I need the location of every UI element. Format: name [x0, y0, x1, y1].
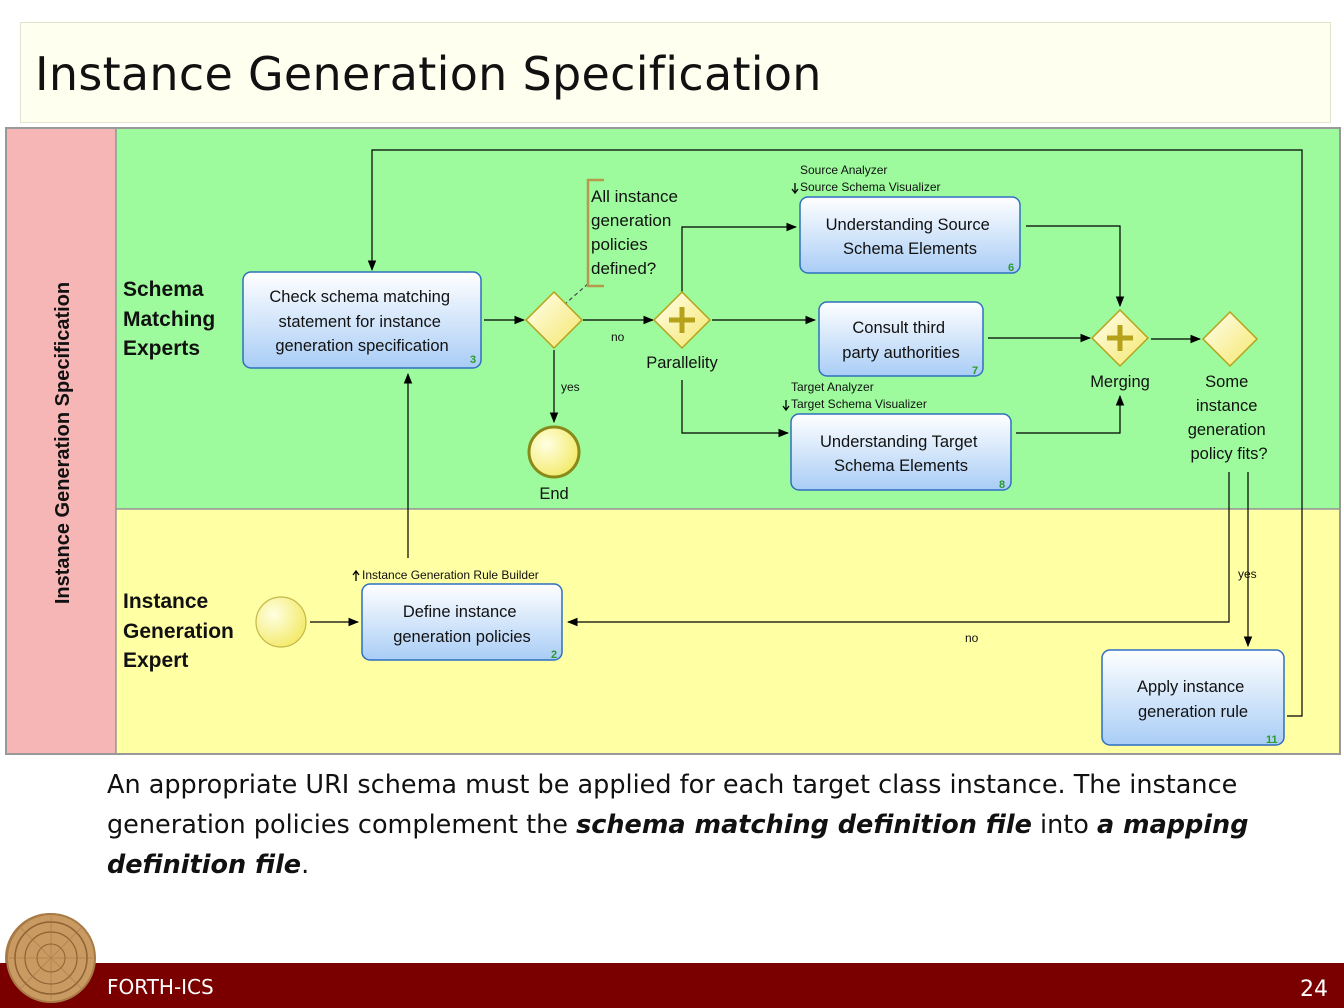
tool-target-analyzer: Target Analyzer — [791, 380, 874, 394]
lane-label-schema: Schema Matching Experts — [123, 278, 221, 360]
svg-text:Check schema matching st: Check schema matching statement for inst… — [269, 288, 454, 355]
footer-bar — [0, 963, 1344, 1008]
end-event[interactable]: End — [527, 425, 581, 503]
svg-text:7: 7 — [972, 365, 978, 377]
task-define-policies[interactable]: Define instance generation policies 2 — [361, 583, 563, 661]
task-understand-target[interactable]: Understanding Target Schema Elements 8 — [790, 413, 1012, 491]
task-apply-rule[interactable]: Apply instance generation rule 11 — [1101, 649, 1285, 746]
start-event[interactable] — [255, 596, 307, 648]
svg-text:2: 2 — [551, 649, 557, 661]
tool-source-visualizer: Source Schema Visualizer — [800, 180, 941, 194]
tool-source-analyzer: Source Analyzer — [800, 163, 887, 177]
sequence-flows — [310, 149, 1303, 717]
gateway-parallel-split[interactable]: Parallelity — [646, 290, 719, 372]
forth-seal-icon — [6, 913, 96, 1003]
flow-loop-back — [367, 149, 1303, 717]
svg-text:Understanding Target Sch: Understanding Target Schema Elements — [820, 433, 982, 475]
caption: An appropriate URI schema must be applie… — [107, 770, 1249, 880]
tool-rule-builder: Instance Generation Rule Builder — [362, 568, 539, 582]
flow-par-to-tgt — [681, 380, 790, 438]
svg-text:End: End — [539, 485, 568, 503]
flow-label-no-2: no — [965, 631, 979, 645]
caption-emphasis-1: schema matching definition file — [576, 810, 1032, 840]
svg-text:Parallelity: Parallelity — [646, 354, 718, 372]
lane-label-instance: Instance Generation Expert — [123, 590, 240, 672]
page-number: 24 — [1300, 977, 1328, 1002]
gateway-merge[interactable]: Merging — [1090, 308, 1150, 391]
svg-text:11: 11 — [1266, 734, 1278, 746]
footer-org: FORTH-ICS — [107, 975, 214, 999]
flow-src-to-merge — [1026, 225, 1125, 308]
flow-tgt-to-merge — [1016, 394, 1125, 434]
svg-text:3: 3 — [470, 354, 476, 366]
svg-text:Merging: Merging — [1090, 373, 1150, 391]
annotation-association — [563, 281, 591, 306]
tool-target-visualizer: Target Schema Visualizer — [791, 397, 927, 411]
page-title: Instance Generation Specification — [35, 47, 822, 101]
svg-text:6: 6 — [1008, 262, 1014, 274]
plus-icon — [669, 307, 695, 333]
flow-fits-no — [566, 472, 1230, 627]
annotation-text: All instance generation policies defined… — [591, 187, 683, 278]
pool-label: Instance Generation Specification — [52, 282, 74, 604]
caption-emphasis-2: a mapping definition file — [107, 810, 1249, 880]
flow-label-yes-1: yes — [561, 380, 580, 394]
svg-text:Define instance generati: Define instance generation policies — [393, 603, 531, 646]
title-box: Instance Generation Specification — [20, 22, 1331, 123]
flow-label-yes-2: yes — [1238, 567, 1257, 581]
task-consult-authorities[interactable]: Consult third party authorities 7 — [818, 301, 984, 377]
svg-text:8: 8 — [999, 479, 1005, 491]
svg-text:Understanding Source Sch: Understanding Source Schema Elements — [826, 216, 995, 258]
gateway-policy-fits[interactable]: Some instance generation policy fits? — [1188, 310, 1271, 463]
gateway-all-defined[interactable] — [524, 290, 584, 350]
task-check-schema[interactable]: Check schema matching statement for inst… — [242, 271, 482, 369]
svg-text:Apply instance generatio: Apply instance generation rule — [1137, 678, 1249, 721]
flow-label-no-1: no — [611, 330, 625, 344]
task-understand-source[interactable]: Understanding Source Schema Elements 6 — [799, 196, 1021, 274]
plus-icon — [1107, 325, 1133, 351]
flow-par-to-src — [681, 222, 798, 292]
svg-text:Consult third party auth: Consult third party authorities — [842, 319, 959, 362]
svg-text:Some instance gene: Some instance generation policy fits? — [1188, 373, 1271, 463]
annotation-bracket — [586, 178, 604, 288]
